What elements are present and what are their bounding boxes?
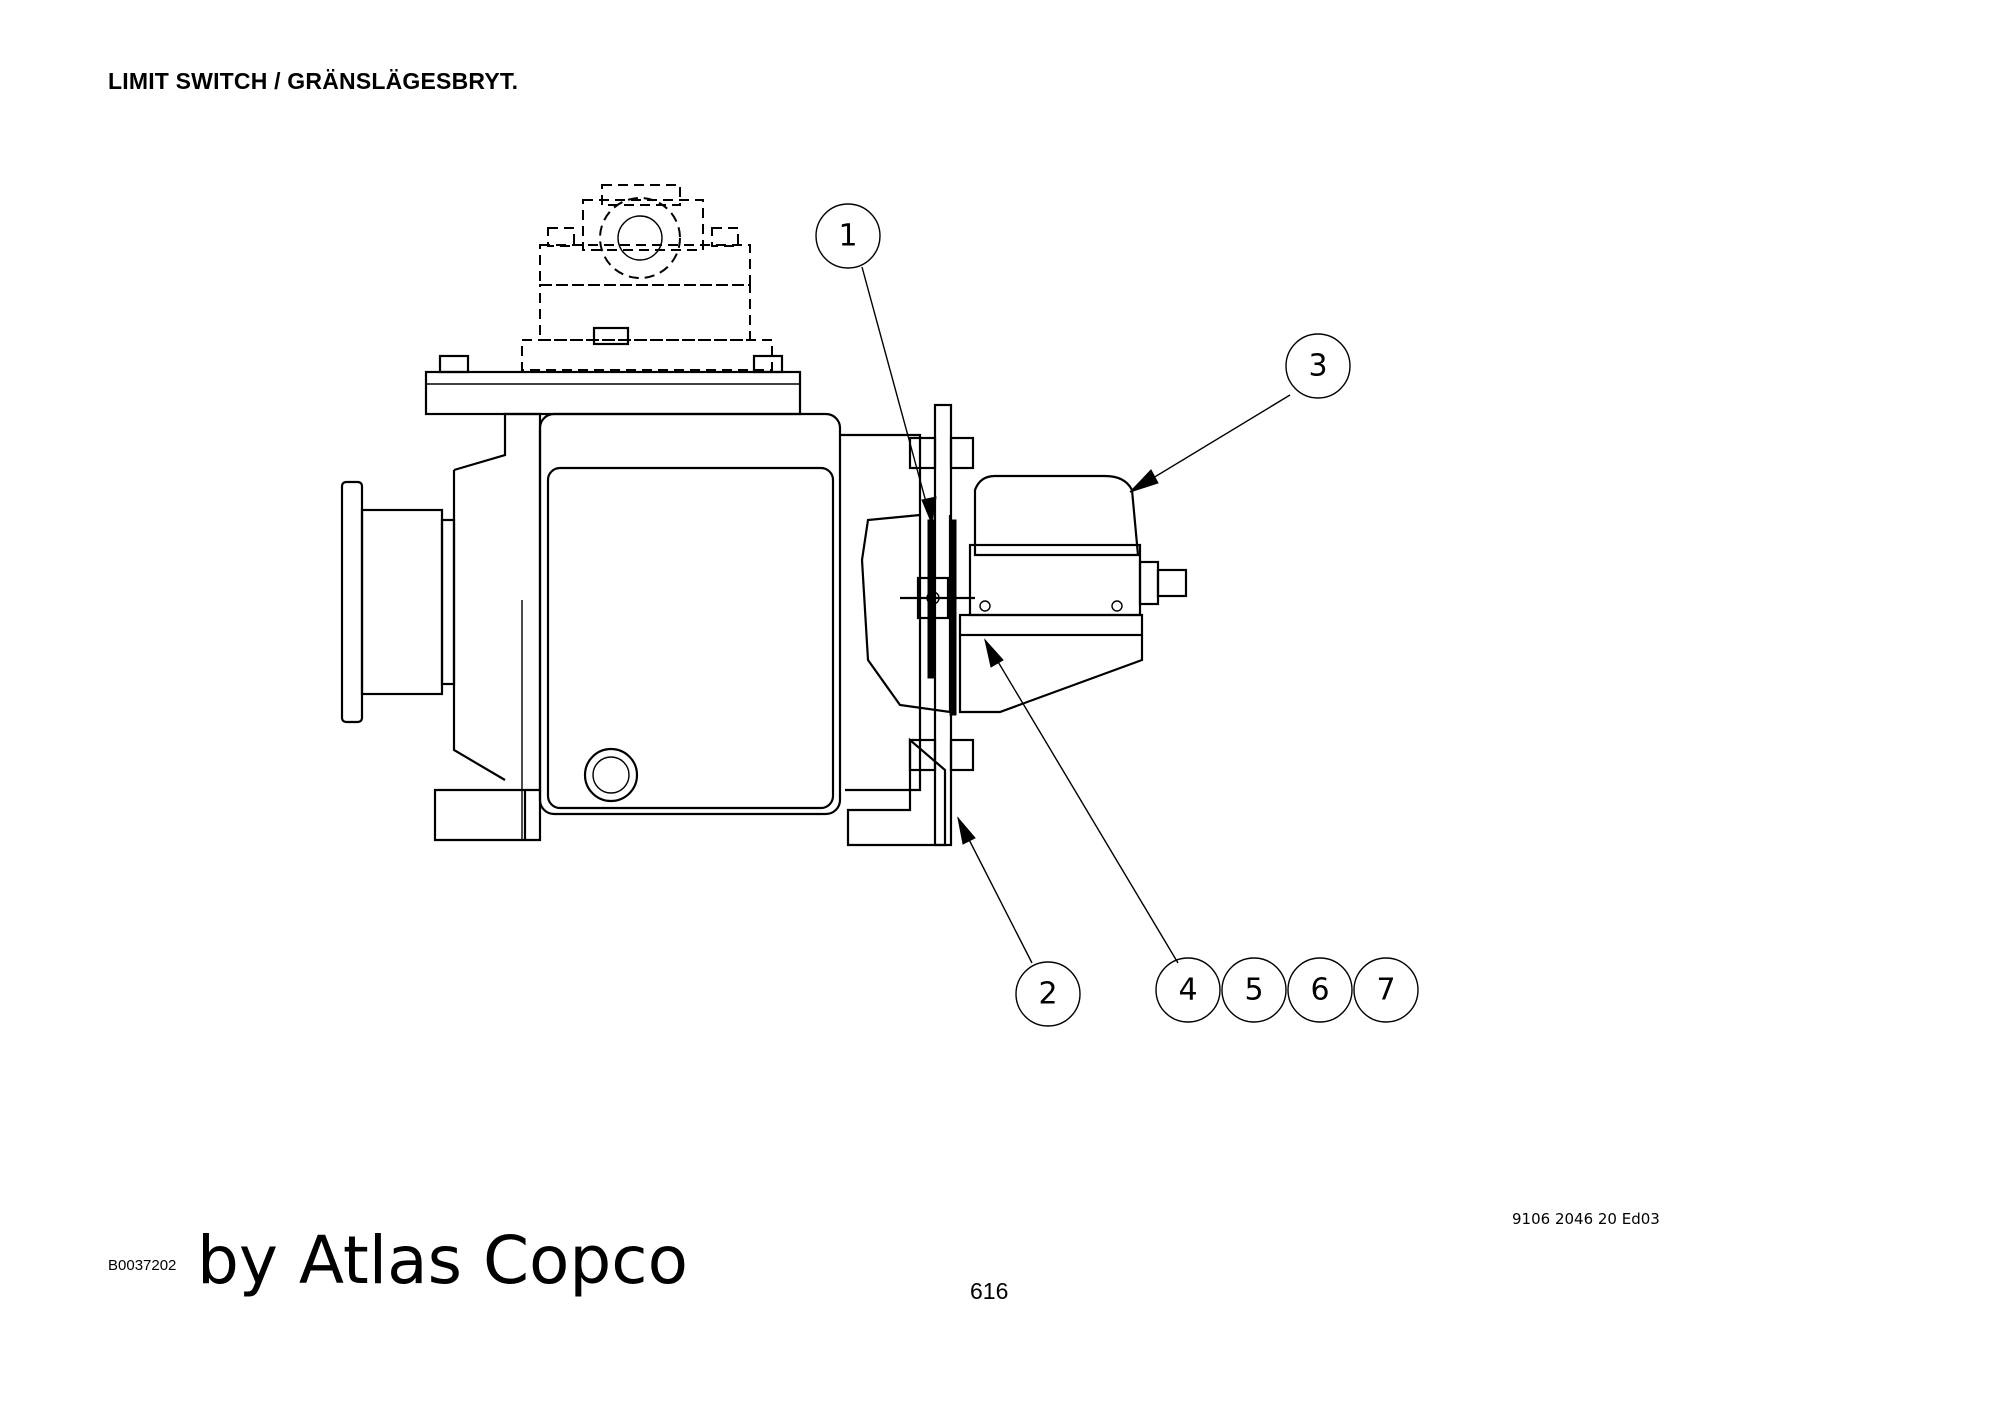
callout-label-1: 1	[838, 219, 857, 254]
callout-5: 5	[1221, 957, 1287, 1023]
callout-2: 2	[1015, 961, 1081, 1027]
callout-3: 3	[1285, 333, 1351, 399]
callout-label-3: 3	[1308, 349, 1327, 384]
mounting-bracket	[846, 403, 975, 847]
callout-balloons: 1 3 2 4 5 6 7	[815, 203, 1419, 1027]
callout-4: 4	[1155, 957, 1221, 1023]
page-title: LIMIT SWITCH / GRÄNSLÄGESBRYT.	[108, 68, 519, 94]
dashed-bearing-outline	[521, 184, 773, 371]
document-number: 9106 2046 20 Ed03	[1512, 1210, 1660, 1228]
image-reference: B0037202	[108, 1257, 177, 1274]
callout-label-5: 5	[1244, 973, 1263, 1008]
page-number: 616	[970, 1278, 1009, 1304]
brand-label: by Atlas Copco	[197, 1222, 688, 1299]
inlet-flange	[340, 480, 456, 724]
callout-label-4: 4	[1178, 973, 1197, 1008]
callout-6: 6	[1287, 957, 1353, 1023]
leader-lines	[861, 266, 1291, 964]
callout-label-2: 2	[1038, 977, 1057, 1012]
callout-label-6: 6	[1310, 973, 1329, 1008]
callout-7: 7	[1353, 957, 1419, 1023]
limit-switch-box	[958, 474, 1188, 714]
callout-1: 1	[815, 203, 881, 269]
main-housing	[433, 412, 922, 842]
callout-label-7: 7	[1376, 973, 1395, 1008]
